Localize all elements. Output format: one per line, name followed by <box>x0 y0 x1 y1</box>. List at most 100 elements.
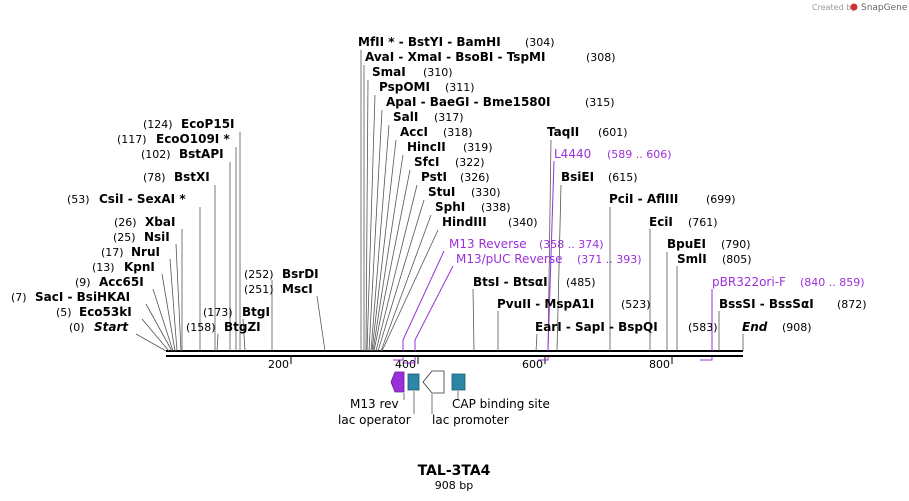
site-position: (485) <box>566 276 596 289</box>
site-label: EciI <box>649 215 673 229</box>
site-position: (583) <box>688 321 718 334</box>
site-label: End <box>742 320 768 334</box>
site-label: BssSI - BssSαI <box>719 297 814 311</box>
site-label: BtgI <box>242 305 270 319</box>
site-position: (338) <box>481 201 511 214</box>
site-label: BsrDI <box>282 267 319 281</box>
credit-brand: SnapGene <box>861 3 908 13</box>
bottom-features: M13 rev lac operator CAP binding site la… <box>338 370 550 427</box>
map-length: 908 bp <box>435 479 473 492</box>
site-label: PvuII - MspA1I <box>497 297 594 311</box>
site-position: (252) <box>244 268 274 281</box>
site-label: ApaI - BaeGI - Bme1580I <box>386 95 550 109</box>
tick-label-800: 800 <box>649 358 670 371</box>
site-label: BsiEI <box>561 170 594 184</box>
site-position: (173) <box>203 306 233 319</box>
site-label: BstAPI <box>179 147 224 161</box>
bottom-label-m13-rev: M13 rev <box>350 397 399 411</box>
tick-label-400: 400 <box>395 358 416 371</box>
site-position: (322) <box>455 156 485 169</box>
site-position: (805) <box>722 253 752 266</box>
feature-labels: L4440 (589 .. 606) M13 Reverse (358 .. 3… <box>449 147 865 289</box>
site-label: XbaI <box>145 215 175 229</box>
bottom-label-lac-promoter: lac promoter <box>432 413 509 427</box>
site-label: HincII <box>407 140 446 154</box>
feature-label-m13-puc-reverse: M13/pUC Reverse <box>456 252 563 266</box>
site-position: (523) <box>621 298 651 311</box>
feature-range: (358 .. 374) <box>539 238 604 251</box>
site-label: SmlI <box>677 252 707 266</box>
site-labels-left: (124) EcoP15I (117) EcoO109I * (102) Bst… <box>11 117 319 334</box>
tick-label-200: 200 <box>268 358 289 371</box>
bottom-label-lac-operator: lac operator <box>338 413 411 427</box>
site-position: (13) <box>92 261 115 274</box>
site-position: (761) <box>688 216 718 229</box>
site-position: (326) <box>460 171 490 184</box>
site-position: (7) <box>11 291 27 304</box>
site-label: TaqII <box>547 125 579 139</box>
site-label: EcoP15I <box>181 117 235 131</box>
feature-connectors <box>393 160 713 364</box>
site-position: (304) <box>525 36 555 49</box>
site-position: (158) <box>186 321 216 334</box>
map-title: TAL-3TA4 <box>418 463 491 479</box>
site-position: (78) <box>143 171 166 184</box>
site-position: (102) <box>141 148 171 161</box>
backbone: 200 400 600 800 <box>166 350 743 371</box>
site-position: (318) <box>443 126 473 139</box>
site-position: (9) <box>75 276 91 289</box>
snapgene-logo-icon <box>850 3 858 11</box>
site-label: StuI <box>428 185 455 199</box>
site-label: EcoO109I * <box>156 132 230 146</box>
feature-label-l4440: L4440 <box>554 147 591 161</box>
site-label: HindIII <box>442 215 487 229</box>
site-label: MscI <box>282 282 313 296</box>
cap-binding-site-box-icon <box>451 373 466 391</box>
site-position: (310) <box>423 66 453 79</box>
lac-operator-box-icon <box>407 373 420 391</box>
site-label: AccI <box>400 125 428 139</box>
lac-promoter-arrow-icon <box>422 370 445 394</box>
bottom-label-cap-binding-site: CAP binding site <box>452 397 550 411</box>
feature-range: (589 .. 606) <box>607 148 672 161</box>
site-label: BpuEI <box>667 237 706 251</box>
site-position: (872) <box>837 298 867 311</box>
site-position: (5) <box>56 306 72 319</box>
site-position: (908) <box>782 321 812 334</box>
site-position: (25) <box>113 231 136 244</box>
feature-range: (371 .. 393) <box>577 253 642 266</box>
site-position: (319) <box>463 141 493 154</box>
site-label: BtgZI <box>224 320 261 334</box>
site-label: PspOMI <box>379 80 430 94</box>
credit-prefix: Created by <box>812 3 856 12</box>
site-label: BstXI <box>174 170 210 184</box>
site-label: EarI - SapI - BspQI <box>535 320 658 334</box>
site-label: PstI <box>421 170 447 184</box>
site-label: SphI <box>435 200 465 214</box>
site-label: AvaI - XmaI - BsoBI - TspMI <box>365 50 545 64</box>
site-position: (117) <box>117 133 147 146</box>
site-position: (308) <box>586 51 616 64</box>
site-position: (315) <box>585 96 615 109</box>
site-position: (311) <box>445 81 475 94</box>
site-label: CsiI - SexAI * <box>99 192 186 206</box>
site-label: Acc65I <box>99 275 144 289</box>
site-position: (26) <box>114 216 137 229</box>
site-position: (317) <box>434 111 464 124</box>
site-position: (330) <box>471 186 501 199</box>
site-label: NruI <box>131 245 160 259</box>
site-position: (17) <box>101 246 124 259</box>
feature-range: (840 .. 859) <box>800 276 865 289</box>
site-position: (53) <box>67 193 90 206</box>
site-position: (790) <box>721 238 751 251</box>
site-labels-top: MfII * - BstYI - BamHI (304) AvaI - XmaI… <box>358 35 616 229</box>
feature-label-pbr322ori-f: pBR322ori-F <box>712 275 786 289</box>
site-label: SacI - BsiHKAI <box>35 290 130 304</box>
site-position: (615) <box>608 171 638 184</box>
feature-label-m13-reverse: M13 Reverse <box>449 237 527 251</box>
site-label: MfII * - BstYI - BamHI <box>358 35 501 49</box>
site-position: (699) <box>706 193 736 206</box>
site-position: (0) <box>69 321 85 334</box>
